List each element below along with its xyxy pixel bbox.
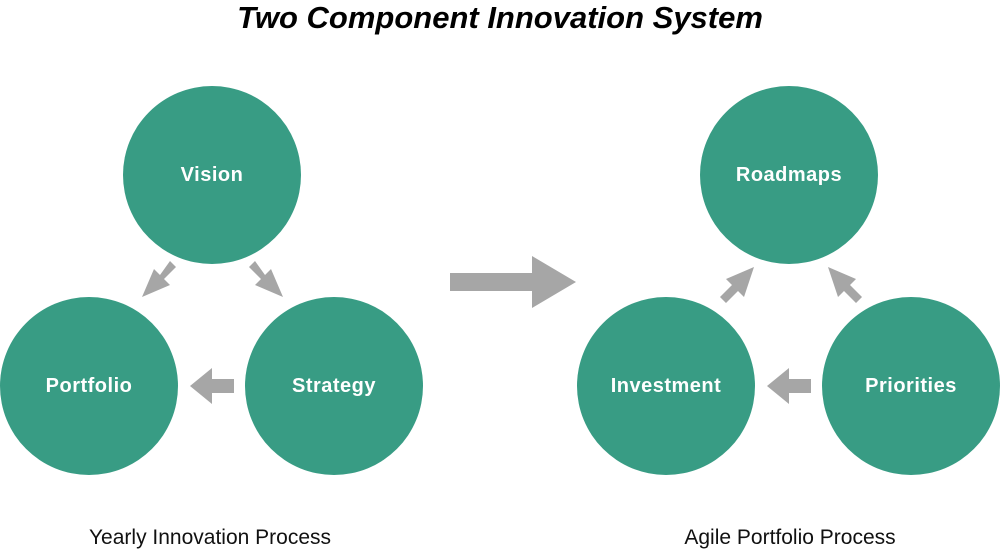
arrow-strategy-to-portfolio bbox=[190, 368, 234, 404]
node-investment: Investment bbox=[577, 297, 755, 475]
node-vision-label: Vision bbox=[180, 163, 244, 186]
node-strategy-label: Strategy bbox=[291, 374, 377, 397]
arrow-investment-to-roadmaps bbox=[720, 267, 754, 303]
diagram-title: Two Component Innovation System bbox=[237, 0, 763, 35]
arrow-yearly-to-agile bbox=[450, 256, 576, 308]
arrow-vision-to-portfolio bbox=[142, 261, 176, 297]
arrow-priorities-to-investment bbox=[767, 368, 811, 404]
node-vision: Vision bbox=[123, 86, 301, 264]
arrow-priorities-to-roadmaps bbox=[828, 267, 862, 303]
node-roadmaps-label: Roadmaps bbox=[735, 163, 843, 186]
node-roadmaps: Roadmaps bbox=[700, 86, 878, 264]
caption-yearly-innovation-process: Yearly Innovation Process bbox=[88, 526, 332, 549]
node-portfolio-label: Portfolio bbox=[45, 374, 133, 397]
node-priorities: Priorities bbox=[822, 297, 1000, 475]
arrow-vision-to-strategy bbox=[249, 261, 283, 297]
caption-agile-portfolio-process: Agile Portfolio Process bbox=[684, 526, 896, 549]
node-portfolio: Portfolio bbox=[0, 297, 178, 475]
node-priorities-label: Priorities bbox=[865, 374, 957, 397]
node-strategy: Strategy bbox=[245, 297, 423, 475]
node-investment-label: Investment bbox=[610, 374, 722, 397]
